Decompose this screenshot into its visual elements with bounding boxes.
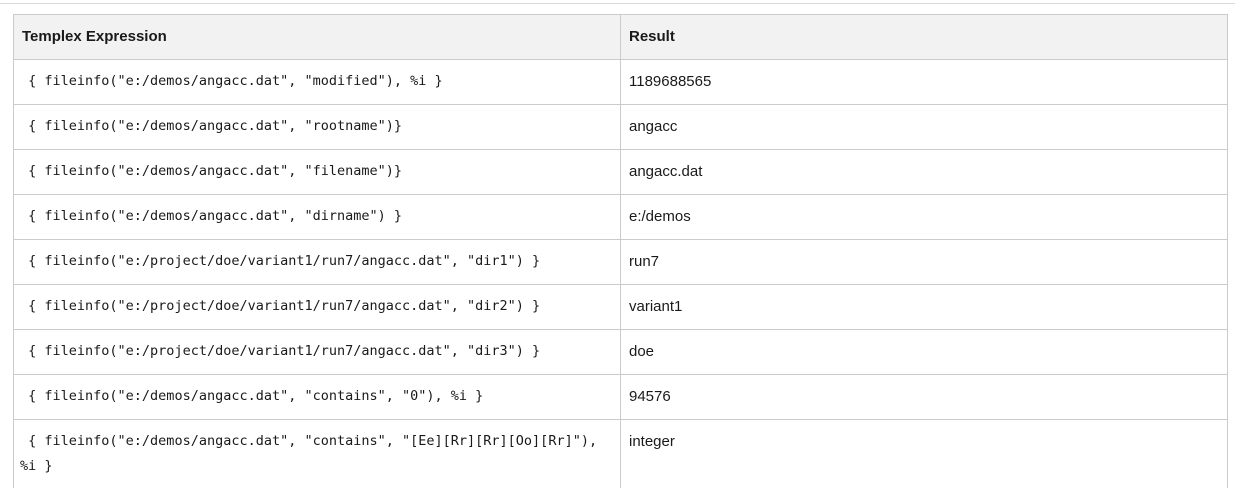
table-row: { fileinfo("e:/project/doe/variant1/run7… (13, 329, 1228, 375)
result-cell: e:/demos (620, 194, 1228, 240)
column-header-expression: Templex Expression (13, 14, 621, 60)
result-cell: doe (620, 329, 1228, 375)
expression-cell: { fileinfo("e:/project/doe/variant1/run7… (13, 329, 621, 375)
table-header-row: Templex Expression Result (13, 14, 1228, 60)
expression-cell: { fileinfo("e:/demos/angacc.dat", "dirna… (13, 194, 621, 240)
expression-cell: { fileinfo("e:/demos/angacc.dat", "conta… (13, 374, 621, 420)
expression-cell: { fileinfo("e:/project/doe/variant1/run7… (13, 284, 621, 330)
expression-cell: { fileinfo("e:/demos/angacc.dat", "conta… (13, 419, 621, 488)
table-row: { fileinfo("e:/demos/angacc.dat", "conta… (13, 419, 1228, 488)
result-cell: 94576 (620, 374, 1228, 420)
table-body: { fileinfo("e:/demos/angacc.dat", "modif… (13, 59, 1228, 488)
result-cell: integer (620, 419, 1228, 488)
table-row: { fileinfo("e:/project/doe/variant1/run7… (13, 284, 1228, 330)
result-cell: run7 (620, 239, 1228, 285)
result-cell: angacc.dat (620, 149, 1228, 195)
result-cell: 1189688565 (620, 59, 1228, 105)
table-row: { fileinfo("e:/demos/angacc.dat", "dirna… (13, 194, 1228, 240)
expression-cell: { fileinfo("e:/project/doe/variant1/run7… (13, 239, 621, 285)
table-row: { fileinfo("e:/project/doe/variant1/run7… (13, 239, 1228, 285)
expression-cell: { fileinfo("e:/demos/angacc.dat", "modif… (13, 59, 621, 105)
templex-expression-table: Templex Expression Result { fileinfo("e:… (13, 14, 1228, 488)
page-top-divider (0, 3, 1235, 4)
table-row: { fileinfo("e:/demos/angacc.dat", "filen… (13, 149, 1228, 195)
expression-cell: { fileinfo("e:/demos/angacc.dat", "rootn… (13, 104, 621, 150)
table-row: { fileinfo("e:/demos/angacc.dat", "conta… (13, 374, 1228, 420)
result-cell: angacc (620, 104, 1228, 150)
table-row: { fileinfo("e:/demos/angacc.dat", "modif… (13, 59, 1228, 105)
expression-cell: { fileinfo("e:/demos/angacc.dat", "filen… (13, 149, 621, 195)
table-row: { fileinfo("e:/demos/angacc.dat", "rootn… (13, 104, 1228, 150)
result-cell: variant1 (620, 284, 1228, 330)
column-header-result: Result (620, 14, 1228, 60)
